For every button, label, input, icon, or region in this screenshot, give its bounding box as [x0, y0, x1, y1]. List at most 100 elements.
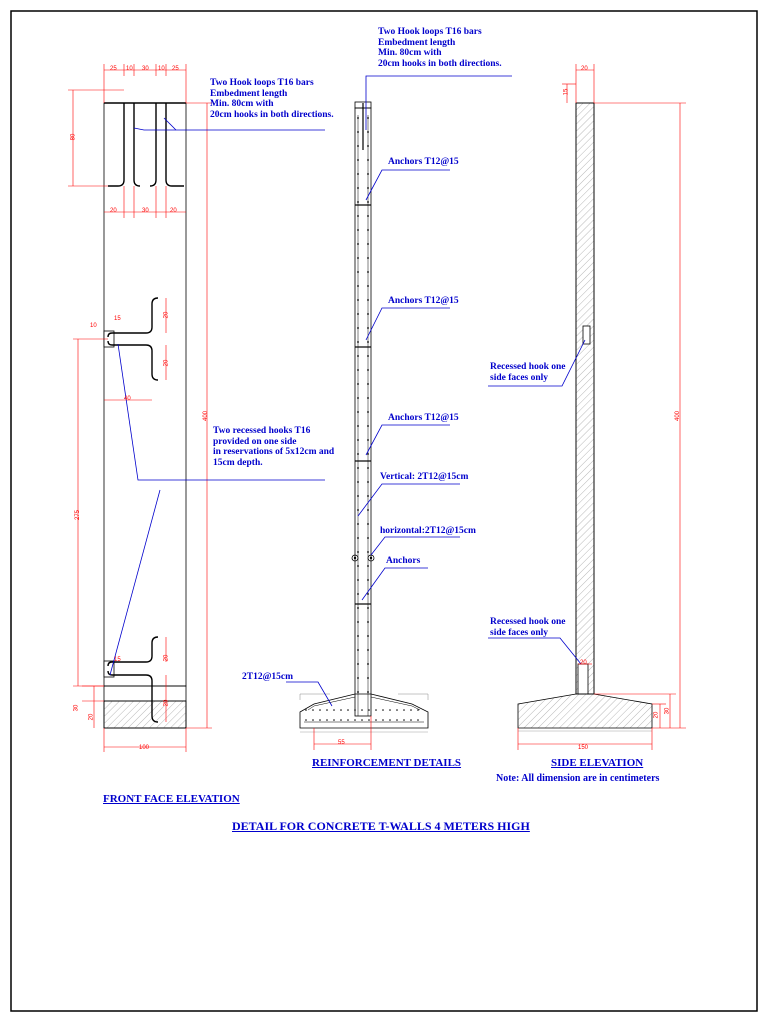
dim-side-h15: 15 [563, 88, 570, 96]
base-rebar-dot [382, 709, 384, 711]
dim-w100: 100 [139, 745, 150, 751]
anchors-label-2: Anchors T12@15 [388, 296, 459, 306]
base-rebar-dot [417, 719, 419, 721]
anchors-label-1: Anchors T12@15 [388, 157, 459, 167]
dim-b30: 30 [73, 704, 80, 712]
rebar-dot [367, 173, 369, 175]
dim-r20b: 20 [163, 359, 170, 367]
rebar-dot [367, 677, 369, 679]
anchor-markers [355, 204, 371, 605]
rebar-dot [367, 159, 369, 161]
front-recessed-hook-note: Two recessed hooks T16 provided on one s… [213, 426, 335, 468]
rebar-dot [357, 187, 359, 189]
base-rebar-dot [396, 709, 398, 711]
top-hook-loop-left [108, 103, 125, 187]
rebar-dot [357, 411, 359, 413]
base-rebar-dot [319, 719, 321, 721]
rebar-dot [357, 201, 359, 203]
side-elevation [517, 102, 653, 732]
rebar-dot [367, 495, 369, 497]
rebar-dot [367, 411, 369, 413]
base-rebar-dot [361, 709, 363, 711]
base-rebar-dot [326, 709, 328, 711]
dim-side-h400: 400 [675, 410, 682, 422]
base-rebar-dot [389, 709, 391, 711]
rebar-dot [357, 677, 359, 679]
rebar-dot [367, 537, 369, 539]
dim-top-d: 10 [158, 66, 165, 72]
rebar-dot [357, 495, 359, 497]
side-base-outline [517, 693, 653, 729]
rebar-dot [367, 215, 369, 217]
rebar-dot [367, 481, 369, 483]
rebar-dot [357, 383, 359, 385]
rebar-dot [367, 243, 369, 245]
rebar-dot [367, 397, 369, 399]
dim-r20d: 20 [163, 699, 170, 707]
base-rebar-dot [417, 709, 419, 711]
rebar-dot [357, 579, 359, 581]
rebar-dot [357, 131, 359, 133]
rebar-dot [367, 649, 369, 651]
vertical-bars-label: Vertical: 2T12@15cm [380, 472, 469, 482]
base-rebar-dot [375, 709, 377, 711]
dim-r15a: 15 [114, 316, 121, 322]
rebar-dot [357, 467, 359, 469]
recessed-hook-lower [107, 636, 159, 667]
rebar-dot [367, 621, 369, 623]
rebar-dot [357, 243, 359, 245]
reinforcement-title: REINFORCEMENT DETAILS [312, 757, 462, 769]
rebar-dot [357, 593, 359, 595]
reinf-hook-loop-note: Two Hook loops T16 bars Embedment length… [378, 27, 502, 69]
dim-h275: 275 [75, 509, 82, 521]
anchors-label-3: Anchors T12@15 [388, 413, 459, 423]
rebar-dot [357, 439, 359, 441]
rebar-dot [367, 439, 369, 441]
side-elevation-title: SIDE ELEVATION [551, 757, 644, 769]
anchors-label-4: Anchors [386, 556, 421, 566]
base-rebar-dot [361, 719, 363, 721]
base-rebar-dot [354, 709, 356, 711]
rebar-dot [367, 523, 369, 525]
base-rebar-dot [403, 709, 405, 711]
rebar-dot [357, 607, 359, 609]
rebar-dot [367, 369, 369, 371]
dim-mid-b: 30 [142, 208, 149, 214]
rebar-dot [357, 481, 359, 483]
dim-h80: 80 [70, 133, 77, 141]
front-wall-outline [103, 102, 187, 687]
dim-h400: 400 [203, 410, 210, 422]
rebar-dot [367, 229, 369, 231]
rebar-dot [367, 593, 369, 595]
rebar-dot [357, 327, 359, 329]
base-outline [299, 693, 429, 729]
rebar-dot [367, 341, 369, 343]
reinforcement-leaders [286, 75, 512, 707]
dim-side-r20: 20 [580, 660, 587, 666]
base-rebar-dot [375, 719, 377, 721]
rebar-dot [367, 383, 369, 385]
reinforcement-dimensions [313, 716, 372, 750]
rebar-dot [357, 117, 359, 119]
rebar-dot [357, 425, 359, 427]
base-rebar-dot [368, 709, 370, 711]
rebar-dot [357, 369, 359, 371]
base-rebar-dot [403, 719, 405, 721]
front-dimensions [68, 64, 212, 752]
base-rebar-dot [389, 719, 391, 721]
rebar-dot [367, 467, 369, 469]
rebar-dot [367, 187, 369, 189]
rebar-dot [357, 299, 359, 301]
rebar-dot [357, 229, 359, 231]
rebar-dot [367, 635, 369, 637]
rebar-dot [367, 285, 369, 287]
dim-b20: 20 [88, 713, 95, 721]
dim-side-b30: 30 [664, 707, 671, 715]
rebar-dot [367, 565, 369, 567]
dim-top-b: 10 [126, 66, 133, 72]
base-rebar-dot [347, 709, 349, 711]
dim-mid-c: 20 [170, 208, 177, 214]
dim-top-e: 25 [172, 66, 179, 72]
base-rebar-dot [382, 719, 384, 721]
